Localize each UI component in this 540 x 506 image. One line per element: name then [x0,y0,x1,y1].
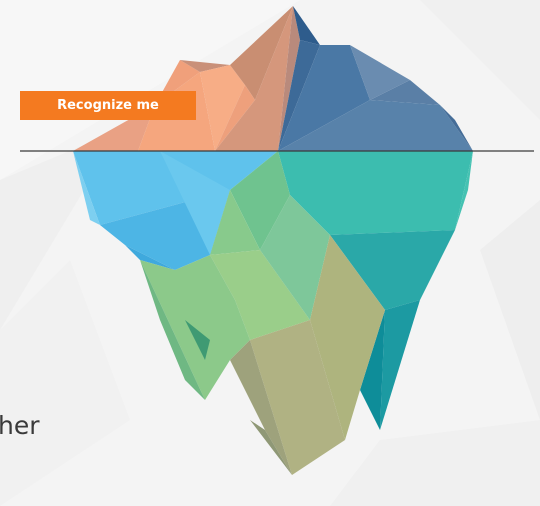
recognize-me-label: Recognize me [57,98,159,113]
iceberg-underwater [73,151,473,475]
partial-text: her [0,411,40,440]
recognize-me-tag: Recognize me [20,91,196,120]
iceberg-peak [73,6,473,151]
